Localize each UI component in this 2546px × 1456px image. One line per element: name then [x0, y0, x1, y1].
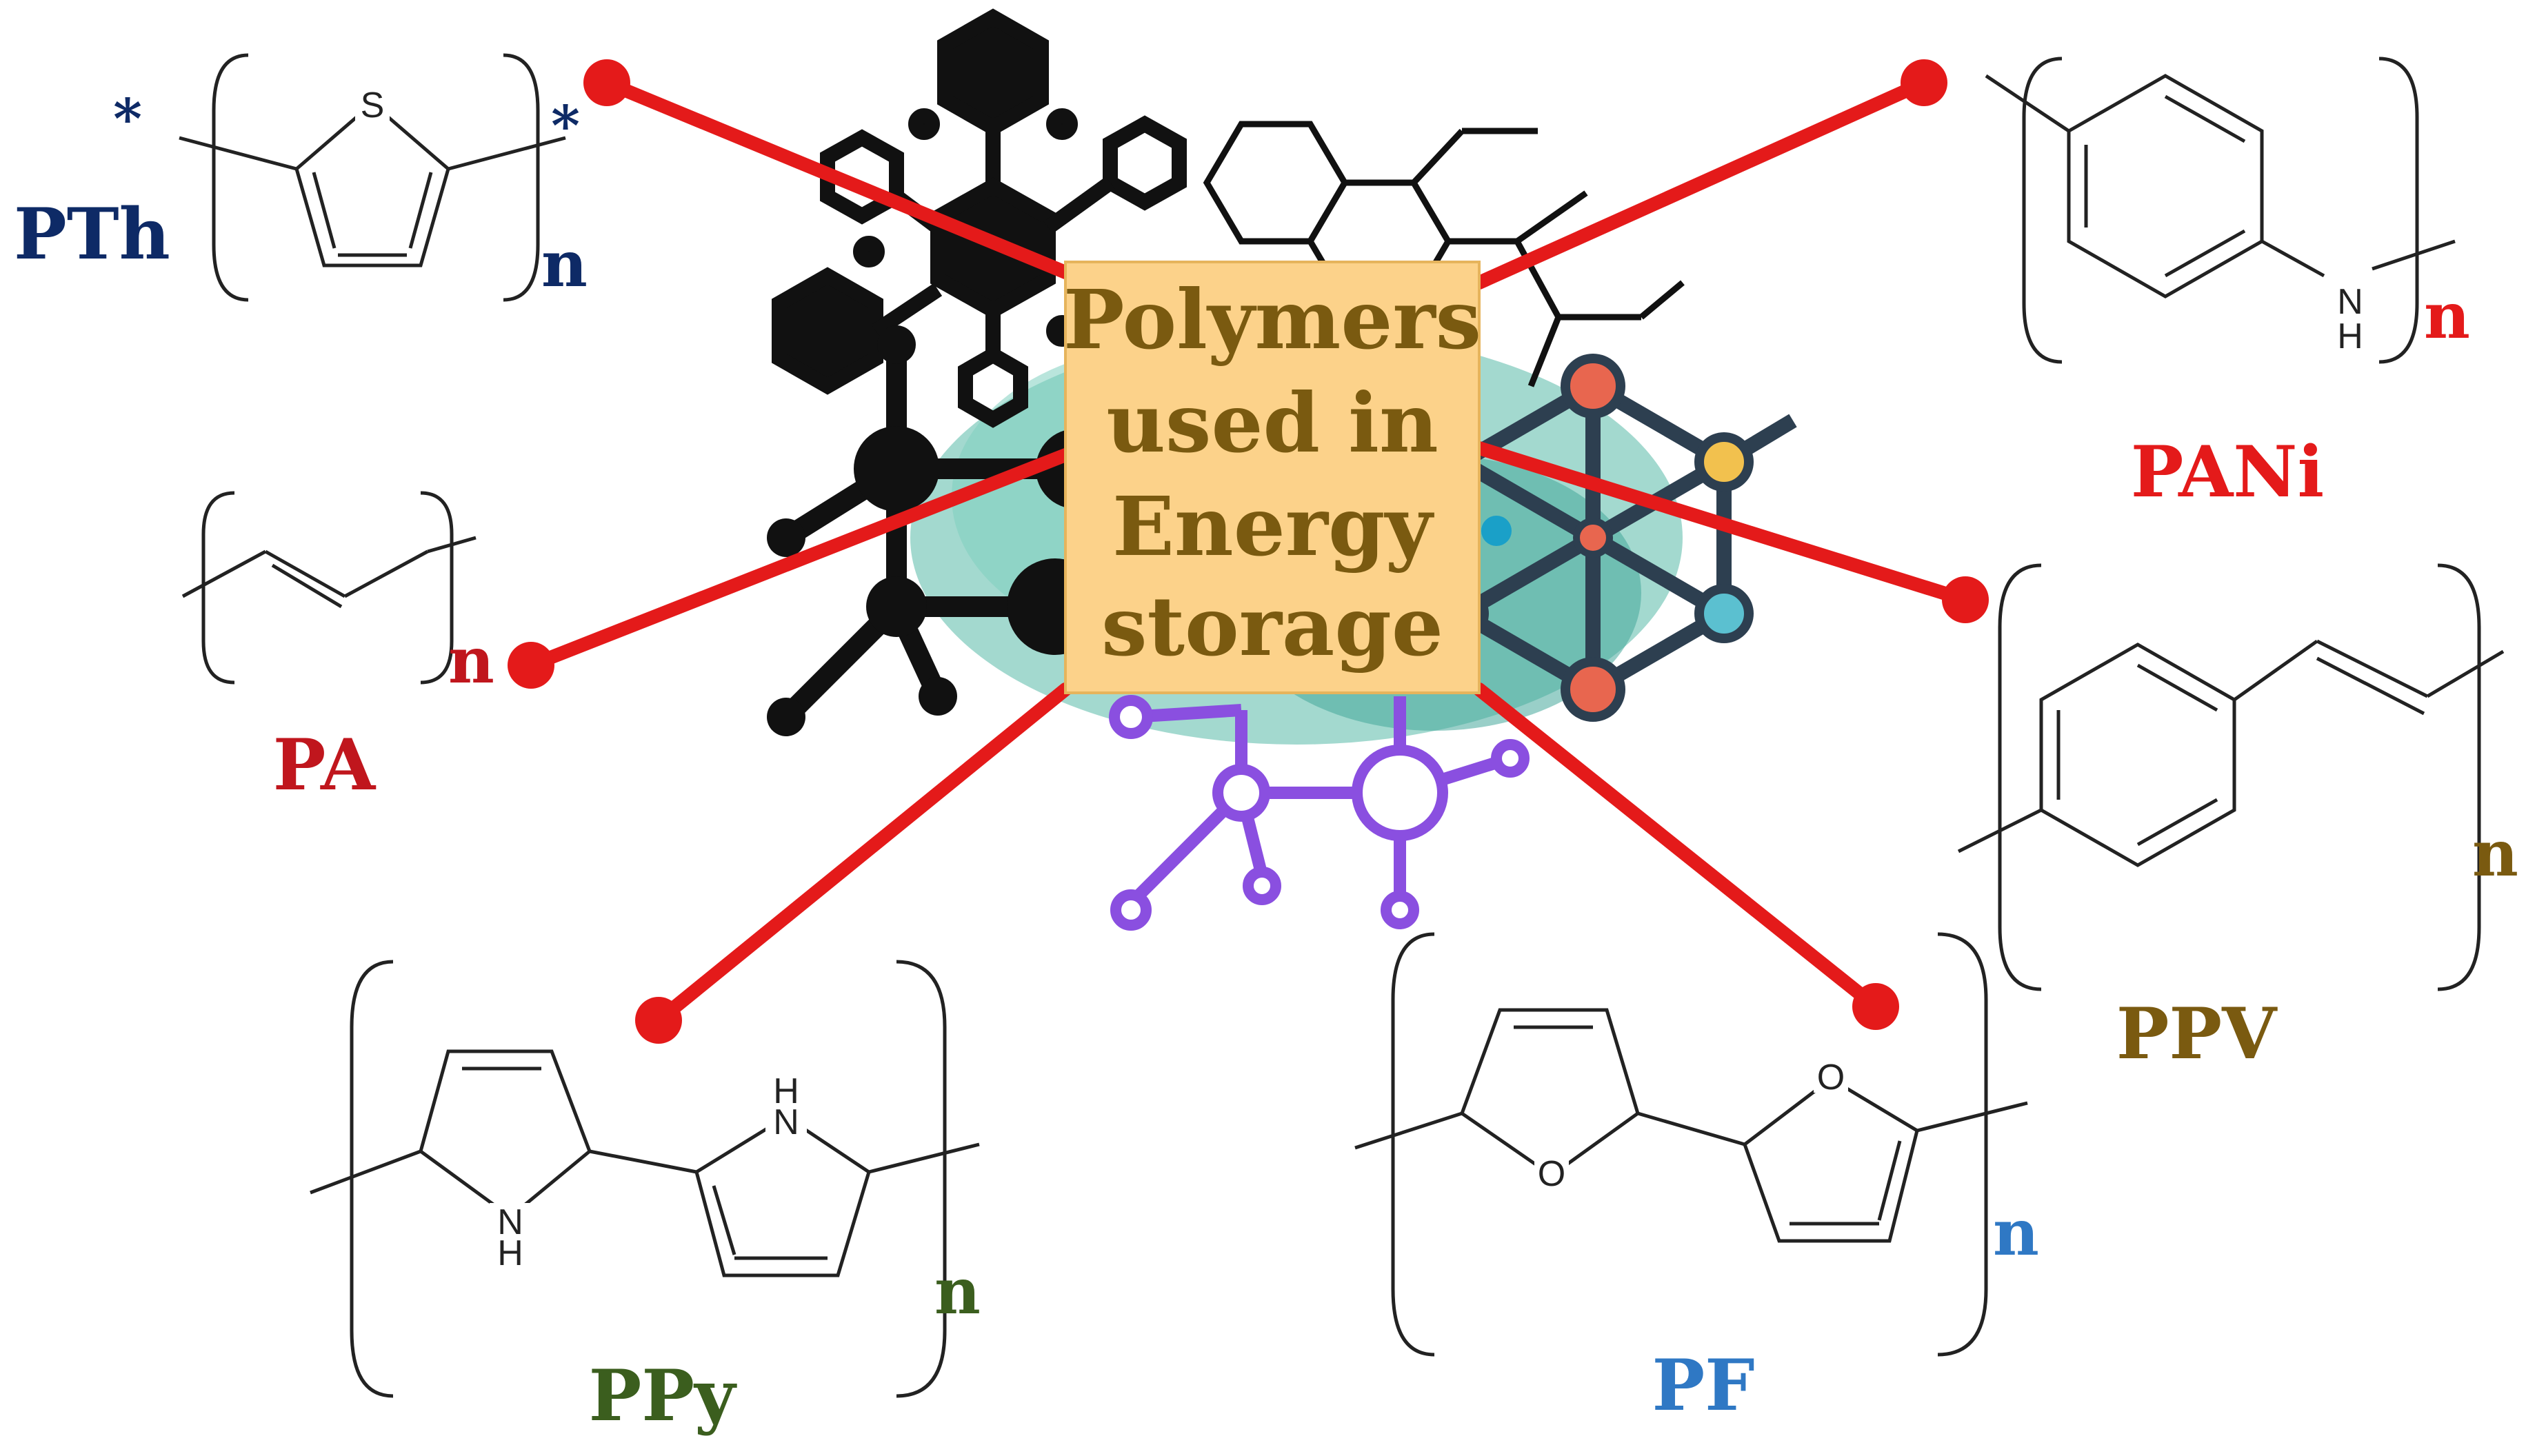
pf-repeat-n: n: [1993, 1195, 2039, 1270]
ppy-hydrogen-atom-2: H: [773, 1071, 799, 1111]
ppy-nitrogen-atom-2: N: [773, 1102, 799, 1142]
center-title-line-1: Polymers: [1063, 272, 1481, 367]
ppy-hydrogen-atom-1: H: [497, 1233, 523, 1273]
ppv-label: PPV: [2116, 993, 2278, 1075]
pa-repeat-n: n: [448, 623, 494, 698]
pa-label: PA: [273, 724, 377, 807]
pf-oxygen-atom-1: O: [1538, 1154, 1565, 1194]
connector-pth: [600, 76, 1072, 279]
connector-endpoints: [508, 59, 1989, 1044]
connector-ppy: [652, 682, 1072, 1027]
ppv-repeat-n: n: [2472, 816, 2518, 891]
center-title-box: Polymers used in Energy storage: [1063, 261, 1481, 694]
ppy-repeat-n: n: [934, 1254, 981, 1328]
center-title-line-4: storage: [1101, 578, 1443, 674]
pf-structure: [1354, 932, 2028, 1357]
ppv-structure: [1957, 563, 2505, 991]
pth-structure: [179, 53, 566, 302]
pani-hydrogen-atom: H: [2337, 316, 2363, 356]
pth-label: PTh: [14, 193, 170, 276]
connector-ppv: [1472, 441, 1972, 607]
network-graph-icon: [1109, 354, 1797, 931]
center-title-line-3: Energy: [1112, 478, 1434, 574]
pth-repeat-n: n: [541, 227, 588, 301]
pth-end-mark-left: *: [113, 86, 142, 151]
pth-sulfur-atom: S: [361, 85, 385, 125]
pani-structure: [1985, 57, 2456, 364]
connector-lines: [524, 76, 1972, 1027]
pani-repeat-n: n: [2424, 279, 2470, 353]
pth-end-mark-right: *: [551, 93, 580, 158]
connector-pani: [1472, 76, 1931, 290]
connector-pf: [1472, 682, 1883, 1013]
pf-label: PF: [1652, 1344, 1754, 1427]
pani-label: PANi: [2131, 431, 2324, 514]
connector-pa: [524, 448, 1072, 672]
ppy-nitrogen-atom-1: N: [497, 1202, 523, 1242]
pa-structure: [181, 491, 477, 685]
center-title-line-2: used in: [1106, 375, 1439, 471]
pf-oxygen-atom-2: O: [1817, 1058, 1845, 1098]
pani-nitrogen-atom: N: [2337, 282, 2363, 322]
ppy-label: PPy: [589, 1355, 737, 1437]
